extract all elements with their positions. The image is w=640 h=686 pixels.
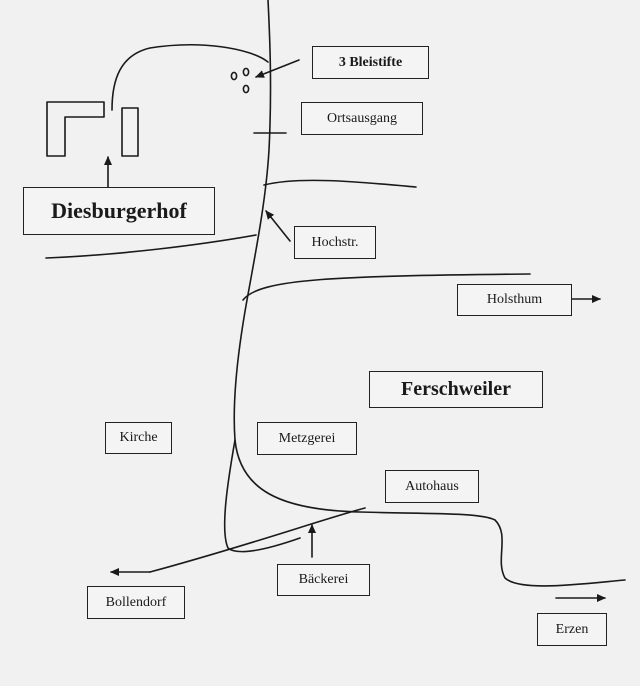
road-bollendorf xyxy=(149,507,366,573)
label-ortsausgang: Ortsausgang xyxy=(301,102,423,135)
label-diesburgerhof: Diesburgerhof xyxy=(23,187,215,235)
label-ferschweiler: Ferschweiler xyxy=(369,371,543,408)
label-holsthum: Holsthum xyxy=(457,284,572,316)
pencil-mark xyxy=(230,71,238,81)
building-l-shape xyxy=(46,101,105,157)
label-bollendorf: Bollendorf xyxy=(87,586,185,619)
road-east-upper xyxy=(263,179,417,188)
arrow-hochstr xyxy=(265,210,291,242)
pencil-mark xyxy=(242,84,250,94)
road-diesburgerhof xyxy=(111,44,269,111)
label-kirche: Kirche xyxy=(105,422,172,454)
label-hochstr: Hochstr. xyxy=(294,226,376,259)
label-autohaus: Autohaus xyxy=(385,470,479,503)
main-road xyxy=(233,0,626,587)
label-erzen: Erzen xyxy=(537,613,607,646)
arrow-bleistifte xyxy=(255,59,300,78)
label-metzgerei: Metzgerei xyxy=(257,422,357,455)
road-west xyxy=(45,234,257,259)
label-baeckerei: Bäckerei xyxy=(277,564,370,596)
pencil-mark xyxy=(242,67,250,77)
road-holsthum xyxy=(242,273,531,301)
west-loop-road xyxy=(223,439,301,553)
label-bleistifte: 3 Bleistifte xyxy=(312,46,429,79)
building-small xyxy=(121,107,139,157)
